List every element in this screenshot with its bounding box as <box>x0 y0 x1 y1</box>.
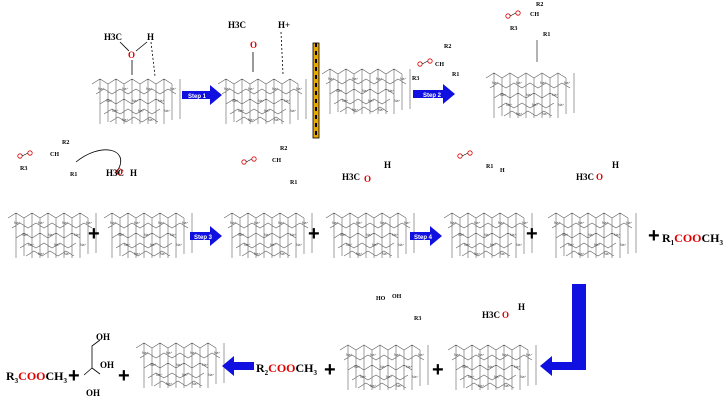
svg-text:R2COOCH3: R2COOCH3 <box>256 361 318 377</box>
step-5-label: Step 5 <box>560 374 579 380</box>
svg-text:CH: CH <box>435 62 444 68</box>
catalyst-monoglyceride: HO OH R3 <box>339 294 429 391</box>
proton-label: H+ <box>278 20 290 30</box>
catalyst-tetrahedral-intermediate: CH R2 R1 <box>223 146 313 259</box>
svg-text:OH: OH <box>96 332 110 342</box>
svg-text:H: H <box>518 302 525 312</box>
product-r2-ester: R2COOCH3 <box>256 361 318 377</box>
product-r3-ester: R3COOCH3 <box>6 369 68 385</box>
catalyst-methoxide-proton: H3C O H <box>103 167 193 259</box>
catalyst-clean <box>321 68 411 115</box>
svg-text:R1: R1 <box>290 180 297 186</box>
plus-sign: + <box>432 359 444 381</box>
svg-text:OH: OH <box>392 294 402 300</box>
step-2-arrow: Step 2 <box>413 84 455 104</box>
svg-text:R2: R2 <box>444 44 451 50</box>
oxygen-atom: O <box>128 50 135 60</box>
svg-text:R3: R3 <box>20 166 27 172</box>
svg-text:CH: CH <box>272 158 281 164</box>
svg-text:O: O <box>502 310 509 320</box>
hydrogen-atom: H <box>147 32 154 42</box>
svg-text:CH: CH <box>50 152 59 158</box>
svg-text:H: H <box>384 160 391 170</box>
svg-text:O: O <box>596 172 603 182</box>
catalyst-methoxide-regenerated: H3C O H <box>547 160 637 259</box>
plus-sign: + <box>118 365 130 387</box>
step-3-label: Step 3 <box>194 235 213 241</box>
step-4-arrow: Step 4 <box>410 226 442 246</box>
svg-text:R3COOCH3: R3COOCH3 <box>6 369 68 385</box>
methyl-label: H3C <box>104 32 122 42</box>
svg-text:OH: OH <box>86 388 100 398</box>
row-1: H3C O H Step 1 H3C O H+ <box>91 2 575 139</box>
step-3-arrow: Step 3 <box>190 226 222 246</box>
plus-sign: + <box>88 223 100 245</box>
step-5-arrow: Step 5 <box>540 284 586 380</box>
svg-text:O: O <box>364 174 371 184</box>
row-3: R3COOCH3 + OH OH OH + R2COOCH3 + HO OH R… <box>6 284 586 398</box>
catalyst-adsorbed-methoxide: H3C O H+ <box>217 20 307 125</box>
svg-text:R1: R1 <box>70 172 77 178</box>
product-r1-ester: R1COOCH3 <box>662 231 724 247</box>
plus-sign: + <box>308 223 320 245</box>
svg-text:H3C: H3C <box>482 310 500 320</box>
svg-text:H3C: H3C <box>342 172 360 182</box>
svg-text:OH: OH <box>100 360 114 370</box>
svg-text:R3: R3 <box>414 316 421 322</box>
svg-text:R1: R1 <box>486 164 493 170</box>
catalyst-diglyceride-release: R1 H <box>443 150 533 259</box>
plus-sign: + <box>324 359 336 381</box>
svg-text:H3C: H3C <box>576 172 594 182</box>
plus-sign: + <box>68 365 80 387</box>
svg-text:R1: R1 <box>543 32 550 38</box>
svg-text:R2: R2 <box>536 2 543 8</box>
svg-text:R2: R2 <box>280 146 287 152</box>
step-1-arrow: Step 1 <box>182 85 222 105</box>
svg-text:HO: HO <box>376 296 386 302</box>
row-2: CH R2 R3 R1 + H3C O H Step 3 CH R2 R1 + <box>7 140 724 259</box>
plus-sign: + <box>648 225 660 247</box>
svg-text:R3: R3 <box>510 26 517 32</box>
oxygen-atom: O <box>250 40 257 50</box>
svg-text:CH: CH <box>530 12 539 18</box>
svg-text:H: H <box>500 168 505 174</box>
svg-text:R1: R1 <box>452 72 459 78</box>
glycerol: OH OH OH <box>83 332 114 398</box>
svg-text:R3: R3 <box>412 76 419 82</box>
triglyceride: CH R2 R1 R3 <box>412 44 459 82</box>
step-4-label: Step 4 <box>414 235 433 241</box>
catalyst-triglyceride-complex: CH R2 R3 R1 <box>7 140 121 259</box>
hydrogen-atom: H <box>130 168 137 178</box>
step-1-label: Step 1 <box>188 94 207 100</box>
plus-sign: + <box>526 223 538 245</box>
svg-text:H: H <box>612 160 619 170</box>
svg-text:R1COOCH3: R1COOCH3 <box>662 231 724 247</box>
catalyst-with-methanol: H3C O H <box>91 32 181 125</box>
catalyst-methoxide: H3C O H <box>325 160 415 259</box>
catalyst-methoxide-final: H3C O H <box>447 302 537 391</box>
reverse-arrow <box>222 356 254 376</box>
methoxide-label: H3C <box>228 20 246 30</box>
methoxide-label: H3C <box>106 168 124 178</box>
step-2-label: Step 2 <box>423 93 442 99</box>
catalyst-regenerated <box>135 342 225 389</box>
svg-text:R2: R2 <box>62 140 69 146</box>
oxygen-atom: O <box>116 167 123 177</box>
catalyst-adsorbed-triglyceride: CH R2 R3 R1 <box>485 2 575 119</box>
